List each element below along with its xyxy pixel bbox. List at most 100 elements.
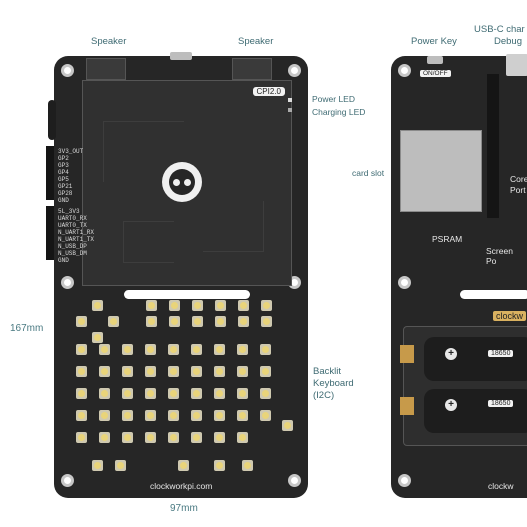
pin-label: UART0_TX — [58, 222, 87, 229]
keyboard-key[interactable] — [168, 432, 179, 443]
keyboard-key[interactable] — [145, 366, 156, 377]
power-led-label: Power LED — [312, 94, 355, 104]
keyboard-label-line1: Backlit — [313, 366, 341, 377]
keyboard-key[interactable] — [115, 460, 126, 471]
keyboard-key[interactable] — [191, 344, 202, 355]
keyboard-key[interactable] — [168, 344, 179, 355]
back-slot — [460, 290, 527, 299]
keyboard-key[interactable] — [237, 366, 248, 377]
speaker-right — [232, 58, 272, 80]
keyboard-key[interactable] — [146, 316, 157, 327]
keyboard-key[interactable] — [192, 300, 203, 311]
keyboard-key[interactable] — [99, 432, 110, 443]
clockworkpi-logo — [162, 162, 202, 202]
keyboard-key[interactable] — [169, 300, 180, 311]
core-port-label-2: Port — [510, 185, 526, 195]
battery-holder — [403, 326, 527, 446]
keyboard-key[interactable] — [215, 300, 226, 311]
pin-label: GP21 — [58, 183, 73, 190]
keyboard-key[interactable] — [260, 344, 271, 355]
keyboard-key[interactable] — [92, 332, 103, 343]
keyboard-key[interactable] — [168, 366, 179, 377]
keyboard-key[interactable] — [192, 316, 203, 327]
keyboard-key[interactable] — [122, 410, 133, 421]
keyboard-key[interactable] — [214, 366, 225, 377]
keyboard-key[interactable] — [145, 388, 156, 399]
keyboard-key[interactable] — [168, 388, 179, 399]
keyboard-key[interactable] — [99, 366, 110, 377]
logo-eye-right — [184, 179, 191, 186]
keyboard-key[interactable] — [145, 344, 156, 355]
keyboard-key[interactable] — [99, 410, 110, 421]
keyboard-key[interactable] — [145, 410, 156, 421]
keyboard-key[interactable] — [191, 366, 202, 377]
keyboard-label-line2: Keyboard — [313, 378, 354, 389]
keyboard-key[interactable] — [122, 432, 133, 443]
keyboard-key[interactable] — [122, 344, 133, 355]
keyboard-key[interactable] — [261, 316, 272, 327]
speaker-left-label: Speaker — [91, 36, 127, 47]
keyboard-key[interactable] — [122, 366, 133, 377]
usbc-label-line2: Debug — [494, 36, 522, 47]
charging-led — [288, 108, 292, 112]
front-footer-url: clockworkpi.com — [150, 481, 213, 491]
usb-port-top — [170, 52, 192, 60]
keyboard-key[interactable] — [238, 300, 249, 311]
pin-label: N_UART1_RX — [58, 229, 95, 236]
plus-icon: + — [445, 399, 457, 411]
keyboard-key[interactable] — [92, 460, 103, 471]
keyboard-key[interactable] — [178, 460, 189, 471]
keyboard-key[interactable] — [214, 344, 225, 355]
keyboard-key[interactable] — [260, 410, 271, 421]
keyboard-key[interactable] — [237, 344, 248, 355]
power-key[interactable] — [427, 56, 443, 64]
keyboard-key[interactable] — [191, 432, 202, 443]
keyboard-key[interactable] — [108, 316, 119, 327]
keyboard-key[interactable] — [76, 344, 87, 355]
battery-clip — [400, 397, 414, 415]
usbc-label-line1: USB-C char — [474, 24, 525, 35]
psram-label: PSRAM — [432, 234, 463, 244]
keyboard-key[interactable] — [76, 316, 87, 327]
keyboard-key[interactable] — [237, 432, 248, 443]
keyboard-key[interactable] — [146, 300, 157, 311]
pcb-trace — [103, 121, 184, 182]
keyboard-key[interactable] — [92, 300, 103, 311]
keyboard-key[interactable] — [145, 432, 156, 443]
battery-cell-1 — [424, 337, 527, 381]
on-off-tag: ON/OFF — [420, 70, 451, 77]
keyboard-key[interactable] — [99, 388, 110, 399]
keyboard-key[interactable] — [191, 388, 202, 399]
model-badge: CPI2.0 — [252, 87, 285, 96]
keyboard-key[interactable] — [214, 388, 225, 399]
keyboard-key[interactable] — [214, 460, 225, 471]
logo-eye-left — [173, 179, 180, 186]
battery-cell-2 — [424, 389, 527, 433]
keyboard-key[interactable] — [282, 420, 293, 431]
keyboard-key[interactable] — [238, 316, 249, 327]
usbc-port[interactable] — [506, 54, 527, 76]
keyboard-key[interactable] — [76, 410, 87, 421]
keyboard-key[interactable] — [76, 366, 87, 377]
keyboard-key[interactable] — [214, 432, 225, 443]
keyboard-key[interactable] — [122, 388, 133, 399]
keyboard-key[interactable] — [237, 410, 248, 421]
keyboard-key[interactable] — [242, 460, 253, 471]
keyboard-key[interactable] — [237, 388, 248, 399]
keyboard-key[interactable] — [76, 432, 87, 443]
keyboard-key[interactable] — [260, 388, 271, 399]
keyboard-key[interactable] — [99, 344, 110, 355]
keyboard-key[interactable] — [191, 410, 202, 421]
keyboard-label-line3: (I2C) — [313, 390, 335, 401]
gpio-header-1 — [46, 146, 54, 200]
keyboard-key[interactable] — [215, 316, 226, 327]
keyboard-key[interactable] — [168, 410, 179, 421]
back-footer-url: clockw — [488, 481, 514, 491]
keyboard-key[interactable] — [260, 366, 271, 377]
keyboard-key[interactable] — [261, 300, 272, 311]
keyboard-key[interactable] — [214, 410, 225, 421]
keyboard-key[interactable] — [76, 388, 87, 399]
mount-hole-top-right — [288, 64, 301, 77]
keyboard-key[interactable] — [169, 316, 180, 327]
pin-label: 3V3_OUT — [58, 148, 84, 155]
